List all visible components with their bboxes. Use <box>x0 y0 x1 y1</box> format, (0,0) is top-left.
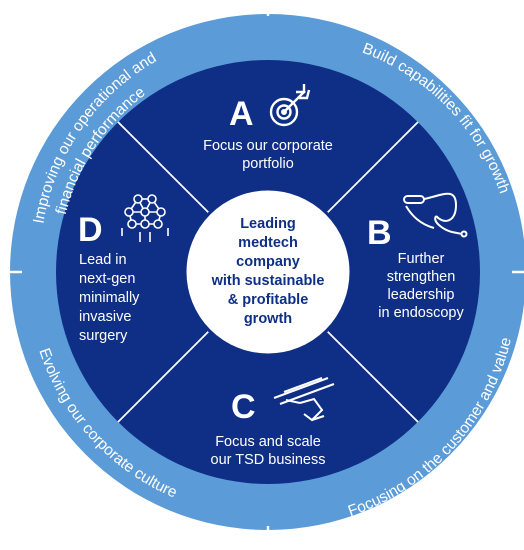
surgical-instrument-icon <box>273 377 335 422</box>
quadrant-c: C Focus and scale our TSD business <box>211 377 335 468</box>
quadrant-d: D Lead in next-gen minimally <box>78 194 169 344</box>
quadrant-c-text: Focus and scale <box>215 434 321 450</box>
quadrant-d-letter: D <box>78 211 103 249</box>
quadrant-d-text: Lead in <box>79 252 127 268</box>
quadrant-a-letter: A <box>229 95 254 133</box>
quadrant-d-text: minimally <box>79 290 140 306</box>
quadrant-d-text: surgery <box>79 328 128 344</box>
quadrant-b: B Further strengthen leadership in endos… <box>367 192 468 321</box>
quadrant-d-text: invasive <box>79 309 131 325</box>
center-statement: Leading medtech company with sustainable… <box>211 216 325 327</box>
quadrant-c-letter: C <box>231 388 256 426</box>
quadrant-c-text: our TSD business <box>211 452 326 468</box>
center-line: & profitable <box>228 292 309 308</box>
endoscope-icon <box>403 192 468 238</box>
target-icon <box>269 84 311 127</box>
quadrant-b-letter: B <box>367 214 392 252</box>
quadrant-b-text: Further <box>398 251 445 267</box>
center-line: company <box>236 254 300 270</box>
quadrant-a: A Focus our corporate portfolio <box>203 84 333 172</box>
quadrant-a-text: Focus our corporate <box>203 138 333 154</box>
center-line: growth <box>244 311 292 327</box>
center-line: with sustainable <box>211 273 325 289</box>
center-line: Leading <box>240 216 296 232</box>
quadrant-a-text: portfolio <box>242 156 294 172</box>
center-line: medtech <box>238 235 298 251</box>
quadrant-b-text: strengthen <box>387 269 456 285</box>
network-icon <box>121 194 169 242</box>
quadrant-b-text: in endoscopy <box>378 305 464 321</box>
quadrant-d-text: next-gen <box>79 271 135 287</box>
center-disc <box>183 187 353 357</box>
quadrant-b-text: leadership <box>388 287 455 303</box>
